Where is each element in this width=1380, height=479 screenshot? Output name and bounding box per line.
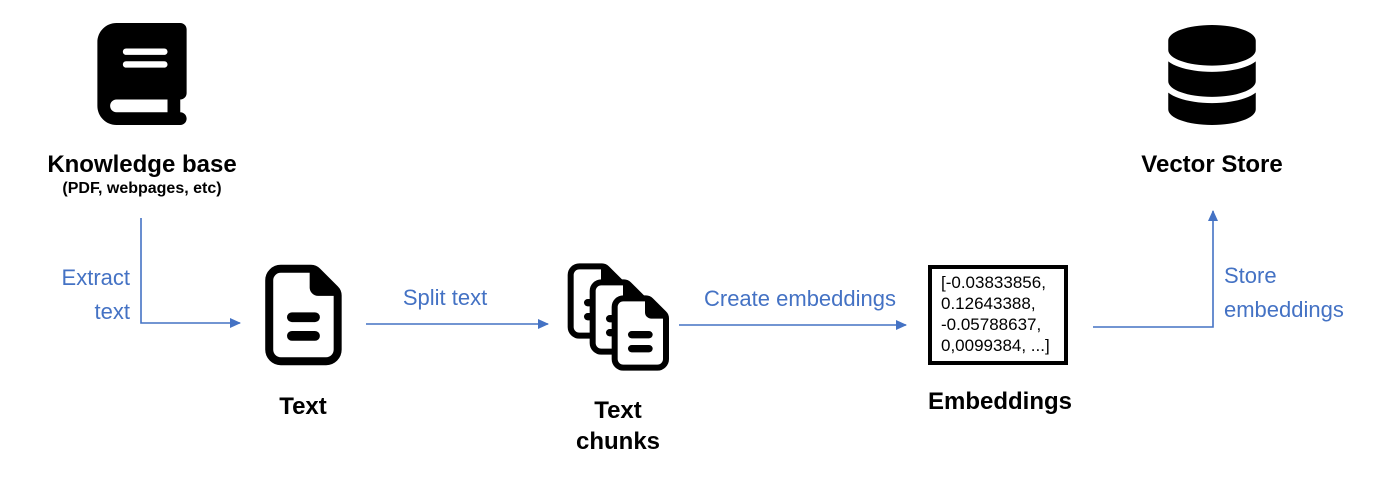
embedding-vector-line: [-0.03833856, [941,273,1046,292]
edge-label-line: Extract [61,265,130,290]
node-knowledge-base: Knowledge base (PDF, webpages, etc) [20,23,264,198]
database-icon [1168,25,1256,125]
node-embeddings: [-0.03833856, 0.12643388, -0.05788637, 0… [928,265,1073,415]
embedding-vector-line: 0,0099384, ...] [941,336,1050,355]
knowledge-base-sublabel: (PDF, webpages, etc) [62,180,222,197]
edge-label-split-text: Split text [402,285,488,310]
edge-label-store-embeddings: Store embeddings [1224,259,1380,327]
document-icon [263,263,343,367]
node-text-chunks: Text chunks [566,262,670,457]
document-stack-icon [566,262,670,372]
book-icon [97,23,187,125]
embedding-vector-box: [-0.03833856, 0.12643388, -0.05788637, 0… [928,265,1068,365]
node-text: Text [255,263,351,420]
edge-label-line: Store [1224,263,1277,288]
embedding-vector-line: 0.12643388, [941,294,1036,313]
knowledge-base-label: Knowledge base [47,151,237,178]
embedding-vector-line: -0.05788637, [941,315,1042,334]
arrow-extract-text [140,218,241,328]
edge-label-extract-text: Extract text [25,261,130,329]
vector-store-label: Vector Store [1141,151,1283,178]
text-chunks-label-line: Text [594,397,642,424]
embeddings-label: Embeddings [928,388,1073,415]
node-vector-store: Vector Store [1120,25,1304,178]
text-label: Text [279,393,327,420]
text-chunks-label: Text chunks [566,395,670,457]
arrow-store-embeddings [1093,210,1218,328]
edge-label-create-embeddings: Create embeddings [703,286,896,311]
text-chunks-label-line: chunks [575,428,661,455]
edge-label-line: text [94,299,130,324]
edge-label-line: embeddings [1224,297,1344,322]
